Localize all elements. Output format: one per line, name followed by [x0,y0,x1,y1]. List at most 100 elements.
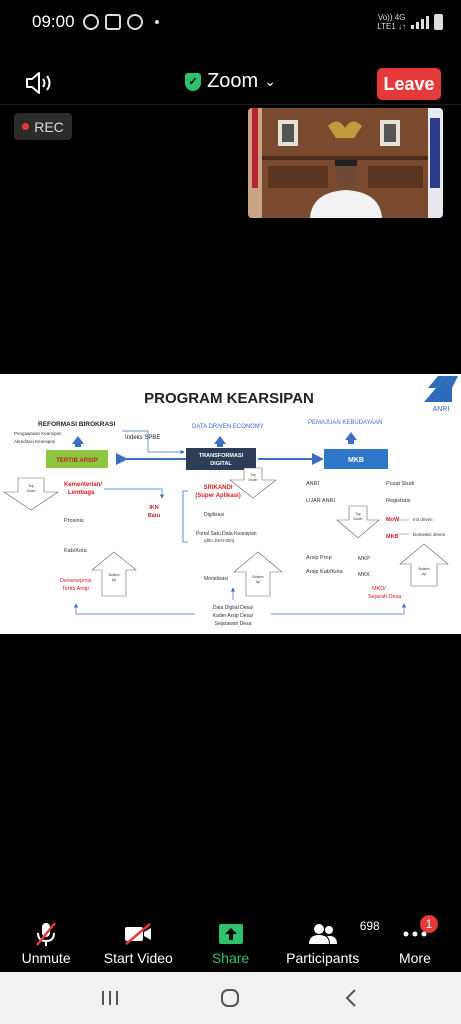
mkk-label: MKK [358,572,370,578]
gallery-icon [104,14,121,30]
connector-line [73,603,195,615]
meeting-title[interactable]: ✓ Zoom ⌄ [0,70,461,93]
domestic-driven-label: Domestic driven [413,532,446,537]
recent-apps-icon [102,991,119,1005]
participants-icon: 698 [308,919,380,947]
srikandi-label: SRIKANDI [203,485,232,491]
bottom-up-arrow-right [399,543,449,587]
meeting-toolbar: Unmute Start Video Share [0,915,461,972]
network-indicator: Vo)) 4G LTE1 ↓↑ [377,13,406,31]
speaker-icon [26,72,51,94]
indeks-spbe-label: Indeks SPBE [125,435,160,441]
speaker-video-image [248,108,443,218]
connector-line [122,430,185,455]
chevron-down-icon: ⌄ [264,73,276,89]
meeting-title-text: Zoom [207,70,259,92]
pusat-studi-label: Pusat Studi [386,481,414,487]
android-nav-bar [0,972,461,1024]
connector-line [104,488,165,499]
data-driven-label: DATA DRIVEN ECONOMY [192,424,264,430]
signal-icon [411,15,429,29]
tertib-arsip-label: TERTIB ARSIP [56,458,97,464]
program-kearsipan-diagram: PROGRAM KEARSIPAN ANRI REFORMASI BIROKRA… [3,376,458,627]
back-button[interactable] [331,983,371,1013]
video-off-icon [123,921,153,947]
top-down-arrow-left [3,477,59,511]
status-bar: 09:00 Vo)) 4G LTE1 ↓↑ [0,0,461,44]
participants-label: Participants [286,950,360,966]
home-button[interactable] [210,983,250,1013]
data-desa-label-3: Sejarawan Desa [215,621,252,627]
up-arrow-icon [214,436,226,447]
unmute-label: Unmute [21,950,71,966]
top-down-center-label-2: Down [249,478,258,482]
top-divider [0,104,461,105]
more-dots-icon: 1 [400,915,438,947]
anri-label: ANRI [306,481,320,487]
pengawasan-label: Pengawasan Kearsipan [14,431,62,436]
desa-label-1: Desa/sejenis [60,578,92,584]
speaker-video-thumbnail[interactable] [248,108,443,218]
slide-title: PROGRAM KEARSIPAN [144,390,314,407]
monetisasi-label: Monetisasi [204,576,228,582]
kabkota-label: Kab/Kota [64,548,88,554]
kementerian-label: Kementerian/ [64,482,102,488]
portal-label-2: (dlm JIKN-SDI) [204,538,235,543]
mkb-label: MKB [386,534,399,540]
bracket-line [182,490,188,543]
top-down-right-label-2: Down [354,517,363,521]
mkb-box [324,449,388,469]
mkb-box-label: MKB [348,457,364,464]
speaker-button[interactable] [24,70,54,96]
more-notifications-icon [154,20,159,24]
top-down-label-2: Down [27,489,36,493]
network-bottom-label: LTE1 ↓↑ [377,22,406,31]
more-notification-badge: 1 [419,915,438,933]
bottom-up-right-label-2: Up [422,572,427,576]
network-top-label: Vo)) 4G [377,13,406,22]
up-arrow-icon [345,432,357,444]
transformasi-box [186,448,256,470]
start-video-button[interactable]: Start Video [92,916,184,972]
mow-label: MoW [386,517,400,523]
participants-button[interactable]: 698 Participants [277,916,380,972]
arsip-prop-label: Arsip Prop [306,555,332,561]
anri-logo-text: ANRI [433,406,450,413]
mkd-label-2: Sejarah Desa [368,594,402,600]
battery-icon [434,14,443,30]
recent-apps-button[interactable] [90,983,130,1013]
shared-screen-slide: PROGRAM KEARSIPAN ANRI REFORMASI BIROKRA… [0,374,461,634]
record-dot-icon [22,123,30,130]
provinsi-label: Provinsi [64,518,84,524]
muted-mic-icon [31,921,61,947]
connector-line [271,603,407,615]
unmute-button[interactable]: Unmute [0,916,92,972]
connector-line [398,519,409,535]
registrasi-label: Registrasi [386,498,410,504]
reformasi-label: REFORMASI BIROKRASI [38,421,115,428]
mkd-label-1: MKD/ [372,586,386,592]
bottom-up-right-label: Bottom [418,567,429,571]
transformasi-label-1: TRANSFORMASI [199,453,244,459]
share-button[interactable]: Share [184,916,276,972]
more-button[interactable]: 1 More [369,915,461,972]
data-desa-label-2: Kader Arsip Desa/ [213,613,254,619]
more-label: More [398,950,431,966]
notification-icons [82,14,159,30]
back-icon [345,989,356,1007]
bottom-up-label-2: Up [112,578,117,582]
transformasi-label-2: DIGITAL [210,461,232,467]
top-down-center-label: Top [250,473,256,477]
luar-anri-label: LUAR ANRI [306,498,336,504]
chrome-icon [126,14,143,30]
top-down-arrow-center [229,467,277,499]
bottom-up-arrow-center [233,551,283,597]
status-right: Vo)) 4G LTE1 ↓↑ [377,13,443,31]
recording-badge[interactable]: REC [14,113,72,140]
ikn-baru-label: Baru [148,513,161,519]
top-down-arrow-right [336,505,380,539]
leave-button[interactable]: Leave [377,68,441,100]
pemajuan-label: PEMAJUAN KEBUDAYAAN [308,420,382,426]
home-icon [221,989,240,1007]
digitisasi-label: Digitisasi [204,512,224,518]
